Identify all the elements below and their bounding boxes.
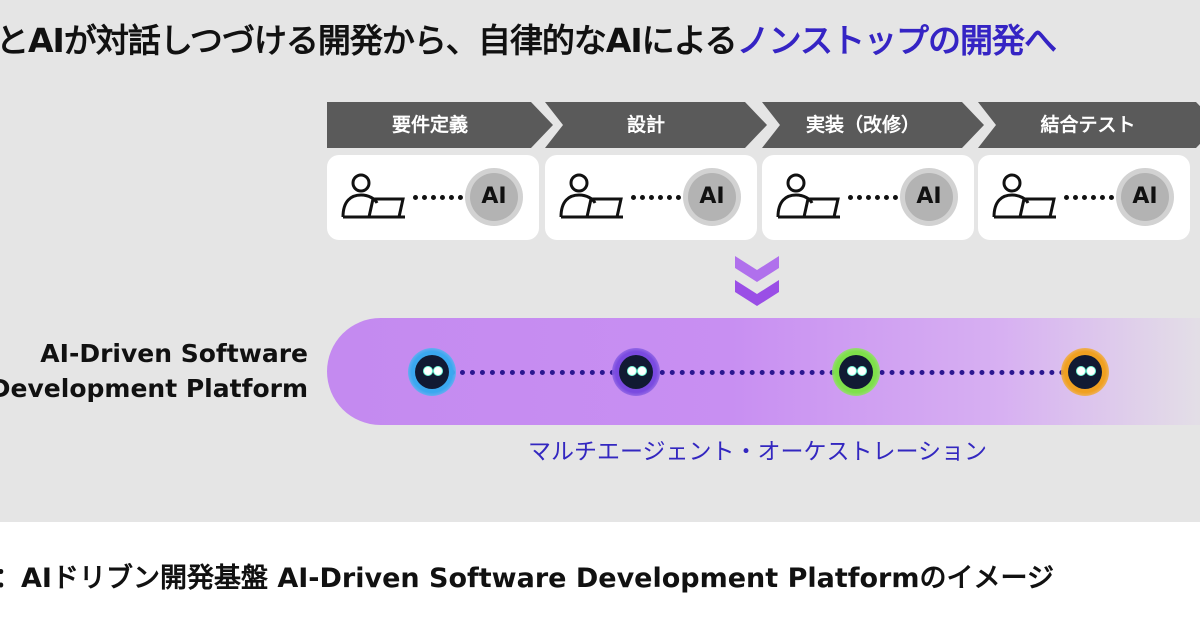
ai-badge-label: AI — [905, 173, 953, 221]
ai-badge: AI — [465, 168, 523, 226]
ai-badge-label: AI — [688, 173, 736, 221]
phase-step: 設計 — [545, 102, 767, 148]
figure-caption: ：AIドリブン開発基盤 AI-Driven Software Developme… — [0, 563, 1054, 594]
ai-badge-label: AI — [1121, 173, 1169, 221]
connection-dots — [848, 195, 898, 200]
platform-label-line2: Development Platform — [0, 374, 308, 403]
connection-dots — [1064, 195, 1114, 200]
diagram-panel: とAIが対話しつづける開発から、自律的なAIによるノンストップの開発へ 要件定義… — [0, 0, 1200, 522]
ai-agent-icon — [612, 348, 660, 396]
ai-badge: AI — [900, 168, 958, 226]
ai-badge-label: AI — [470, 173, 518, 221]
phase-label: 実装（改修） — [805, 114, 920, 136]
platform-label-line1: AI-Driven Software — [40, 339, 308, 368]
person-laptop-icon — [776, 173, 840, 219]
headline-text: とAIが対話しつづける開発から、自律的なAIによる — [0, 21, 738, 60]
person-laptop-icon — [992, 173, 1056, 219]
headline: とAIが対話しつづける開発から、自律的なAIによるノンストップの開発へ — [0, 14, 1057, 62]
orchestration-label: マルチエージェント・オーケストレーション — [527, 439, 988, 465]
connection-dots — [413, 195, 463, 200]
phase-step: 実装（改修） — [762, 102, 984, 148]
platform-label: AI-Driven Software Development Platform — [0, 336, 308, 406]
connection-dots — [631, 195, 681, 200]
human-ai-card: AI — [327, 155, 539, 240]
human-ai-card: AI — [762, 155, 974, 240]
human-ai-card: AI — [978, 155, 1190, 240]
human-ai-card: AI — [545, 155, 757, 240]
ai-agent-icon — [832, 348, 880, 396]
ai-agent-icon — [1061, 348, 1109, 396]
headline-highlight: ノンストップの開発へ — [736, 21, 1057, 60]
person-laptop-icon — [559, 173, 623, 219]
ai-badge: AI — [683, 168, 741, 226]
phase-step: 要件定義 — [327, 102, 553, 148]
phase-label: 要件定義 — [391, 114, 468, 136]
agent-link-dots — [440, 370, 1085, 375]
ai-agent-icon — [408, 348, 456, 396]
phase-step: 結合テスト — [978, 102, 1200, 148]
person-laptop-icon — [341, 173, 405, 219]
double-chevron-down-icon — [735, 256, 779, 306]
phase-label: 設計 — [626, 114, 665, 136]
ai-badge: AI — [1116, 168, 1174, 226]
phase-label: 結合テスト — [1040, 114, 1136, 136]
